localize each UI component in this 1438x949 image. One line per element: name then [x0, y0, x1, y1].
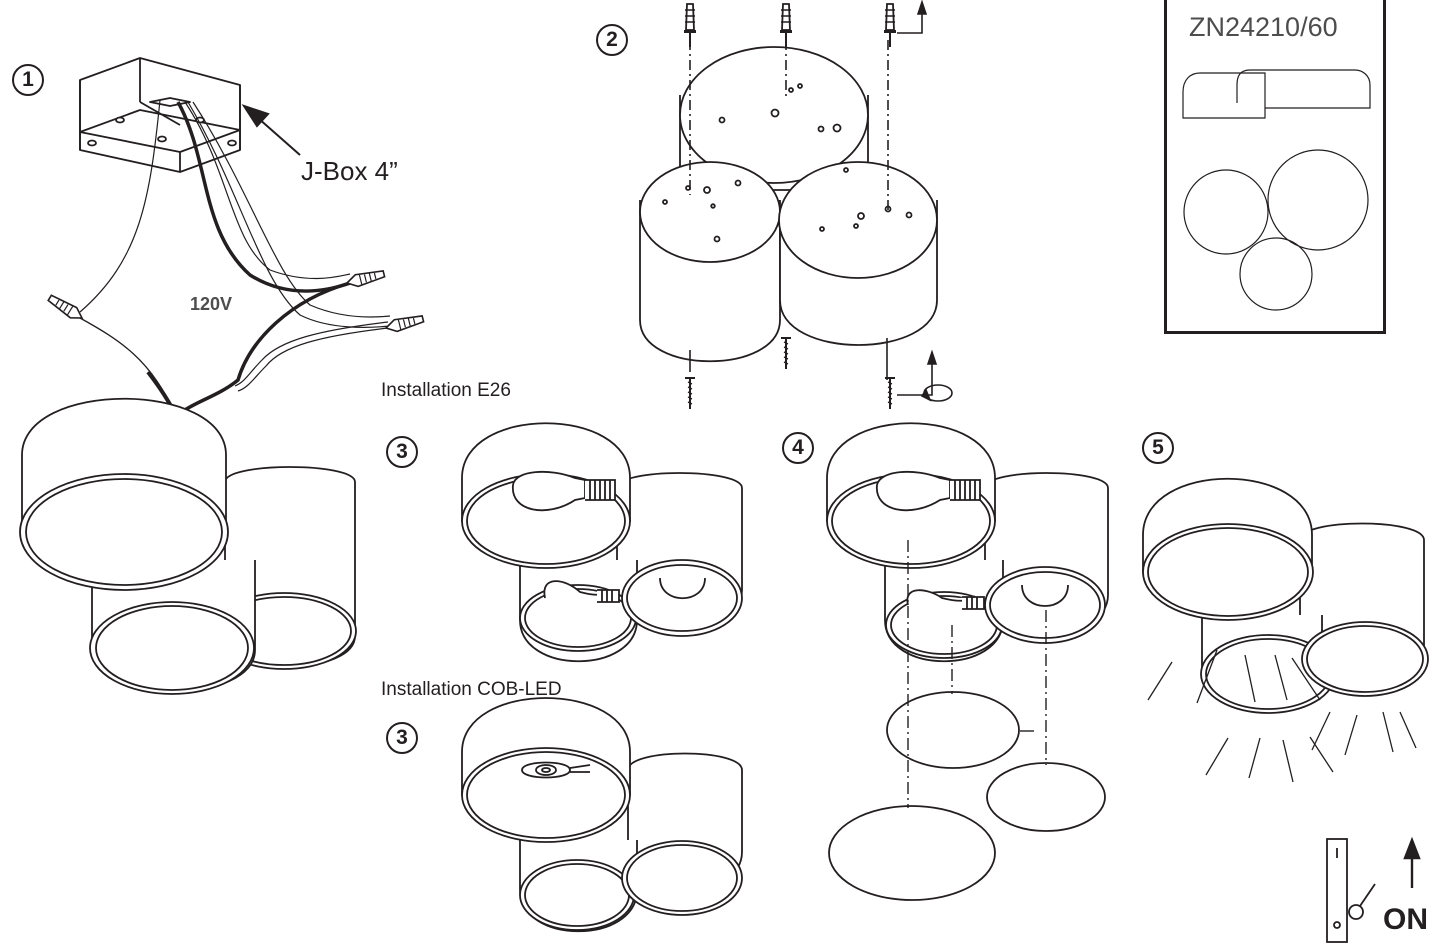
- light-rays: [1147, 649, 1417, 783]
- step1-fixture: [19, 398, 357, 695]
- step4-fixture: [826, 422, 1109, 901]
- jbox-label: J-Box 4”: [301, 156, 398, 186]
- step2-lines: [689, 338, 888, 380]
- step3-e26-fixture: [461, 422, 743, 663]
- model-symbol: [1182, 69, 1371, 311]
- step-3-cob-marker: 3: [386, 722, 418, 754]
- installation-cob-label: Installation COB-LED: [381, 679, 562, 700]
- step1-wires: [79, 99, 391, 414]
- up-arrow-icon: [1403, 836, 1421, 888]
- light-switch-icon: [1326, 838, 1376, 943]
- voltage-label: 120V: [190, 294, 233, 314]
- step5-fixture: [1142, 477, 1429, 714]
- step-4-marker: 4: [782, 432, 814, 464]
- on-label: ON: [1383, 903, 1428, 936]
- step-5-marker: 5: [1142, 432, 1174, 464]
- model-code: ZN24210/60: [1189, 12, 1338, 42]
- up-arrow-icon: [897, 0, 928, 34]
- step-1-marker: 1: [12, 64, 44, 96]
- step3-cob-fixture: [461, 697, 743, 933]
- step2-mounting: [639, 46, 938, 363]
- installation-e26-label: Installation E26: [381, 380, 511, 401]
- step4-dash-lines: [907, 540, 1047, 808]
- model-box: ZN24210/60: [1164, 0, 1386, 334]
- rotate-arrow-icon: [897, 349, 953, 402]
- step-3-e26-marker: 3: [386, 436, 418, 468]
- step-2-marker: 2: [596, 24, 628, 56]
- jbox-arrow: [241, 104, 301, 156]
- step2-dash-lines: [689, 40, 889, 210]
- step1-junction-box: [79, 57, 241, 173]
